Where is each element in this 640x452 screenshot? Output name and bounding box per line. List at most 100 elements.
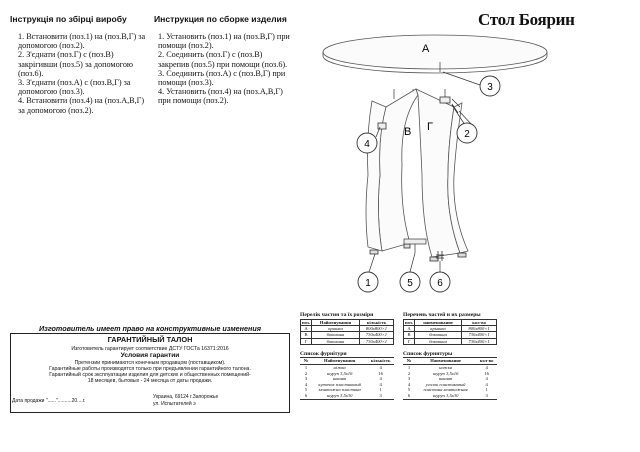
table-cell: Г bbox=[300, 337, 312, 345]
table-cell: 3 bbox=[476, 392, 497, 400]
table-cell: Г bbox=[403, 337, 415, 345]
fittings-table-ru: Список фурнитуры № Наименование кол-во 1… bbox=[403, 351, 497, 400]
instruction-line: при помощи (поз.2). bbox=[158, 96, 229, 106]
col-header: поз. bbox=[300, 318, 312, 327]
table-cell: куточок пластиковий bbox=[318, 381, 361, 387]
warranty-line: 18 месяцев, бытовых - 24 месяца от даты … bbox=[87, 377, 213, 384]
bracket-part-4 bbox=[377, 122, 387, 130]
sale-date: Дата продажи "......"..........20....г. bbox=[12, 398, 86, 404]
table-cell: боковина bbox=[413, 331, 463, 339]
part-label-a: А bbox=[422, 43, 430, 55]
table-header-row: № Найменування кількість bbox=[300, 357, 394, 365]
col-header: кількість bbox=[358, 318, 395, 327]
table-cell: 1 bbox=[379, 387, 382, 393]
part-label-g: Г bbox=[427, 121, 433, 133]
parts-ua-title: Перелік частин та їх розміри bbox=[300, 312, 374, 318]
instruction-line: закрепив (поз.5) при помощи (поз.6). bbox=[158, 59, 288, 69]
callout-6 bbox=[429, 271, 451, 293]
table-cell: шуруп 3,5х30 bbox=[415, 392, 477, 400]
instructions-ru-heading: Инструкция по сборке изделия bbox=[154, 14, 287, 24]
callout-2-label: 2 bbox=[464, 129, 470, 140]
instruction-line: 3. З'єднати (поз.А) с (поз.В,Г) за bbox=[18, 78, 131, 88]
warranty-line: Претензии принимаются конечным продавцом… bbox=[74, 359, 226, 366]
col-header: Найменування bbox=[312, 357, 368, 365]
address-line: Украина, 69124 г.Запорожье bbox=[153, 394, 219, 400]
instruction-line: 2. Соединить (поз.Г) с (поз.В) bbox=[158, 50, 263, 60]
table-cell: 1 bbox=[407, 365, 411, 370]
screw-part-6 bbox=[436, 251, 444, 261]
instruction-line: помощи (поз.2). bbox=[158, 41, 214, 51]
table-cell: 4 bbox=[379, 365, 382, 370]
page-title: Стол Боярин bbox=[478, 10, 575, 29]
table-cell: крышка bbox=[413, 325, 463, 333]
callout-6-label: 6 bbox=[437, 278, 443, 289]
table-cell: шуруп 3,5х16 bbox=[326, 370, 353, 376]
warranty-conditions: Условия гарантии bbox=[120, 352, 180, 360]
warranty-line: Гарантийный срок эксплуатации изделия дл… bbox=[49, 371, 251, 378]
callout-5-label: 5 bbox=[407, 278, 413, 289]
col-header: кол-во bbox=[461, 318, 497, 327]
instruction-line: 4. Установить (поз.4) на (поз.А,В,Г) bbox=[158, 87, 283, 97]
parts-ru-title: Перечень частей и их размеры bbox=[403, 312, 481, 318]
table-cell: 4 bbox=[407, 381, 411, 387]
table-cell: 4 bbox=[379, 376, 382, 382]
table-cell: боковина bbox=[311, 337, 360, 345]
col-header: № bbox=[300, 357, 312, 365]
callout-4-label: 4 bbox=[364, 139, 370, 150]
instruction-line: 1. Встановити (поз.1) на (поз.В,Г) за bbox=[18, 32, 146, 41]
instructions-ua-list: 1. Встановити (поз.1) на (поз.В,Г) за до… bbox=[18, 32, 145, 115]
warranty-line: Гарантийные работы производятся только п… bbox=[49, 365, 251, 372]
leg-part-1 bbox=[369, 243, 467, 262]
mounting-plate-part-5 bbox=[403, 238, 427, 253]
table-cell: шкант bbox=[438, 376, 453, 382]
instruction-line: 1. Установить (поз.1) на (поз.В,Г) при bbox=[158, 32, 290, 41]
table-cell: 3 bbox=[367, 392, 394, 400]
table-cell: А bbox=[300, 325, 312, 333]
table-cell: 3 bbox=[304, 376, 308, 382]
col-header: кількість bbox=[367, 357, 394, 365]
callout-3-label: 3 bbox=[487, 82, 493, 93]
table-cell: 2 bbox=[407, 370, 411, 376]
table-header-row: поз. Найменування кількість bbox=[300, 318, 395, 327]
col-header: поз. bbox=[403, 318, 415, 327]
col-header: Наименование bbox=[415, 357, 477, 365]
table-cell: шкант bbox=[332, 376, 347, 382]
instruction-line: за допомогою (поз.2). bbox=[18, 105, 94, 115]
parts-table-ua: Перелік частин та їх розміри поз. Наймен… bbox=[300, 312, 395, 345]
table-cell: 4 bbox=[304, 381, 308, 387]
table-cell: 800х800×1 bbox=[358, 325, 395, 333]
table-cell: 3 bbox=[407, 376, 411, 382]
callout-1-label: 1 bbox=[365, 278, 371, 289]
callout-3 bbox=[479, 75, 501, 97]
table-cell: пластина монтажная bbox=[423, 387, 468, 393]
table-cell: 1 bbox=[485, 387, 488, 393]
warranty-line: Изготовитель гарантирует соответствие ДС… bbox=[71, 346, 229, 352]
assembly-diagram: 3 2 4 1 5 6 А В Г bbox=[322, 34, 548, 293]
warranty-title: ГАРАНТИЙНЫЙ ТАЛОН bbox=[107, 335, 193, 344]
table-cell: уголок пластиковый bbox=[425, 381, 466, 387]
table-row: 4 куточок пластиковий 4 bbox=[300, 382, 394, 388]
table-cell: 4 bbox=[379, 381, 382, 387]
table-cell: 730х400×1 bbox=[358, 331, 395, 339]
col-header: № bbox=[403, 357, 415, 365]
address-line: ул. Испытателей э bbox=[153, 401, 196, 407]
table-cell: 730х400×1 bbox=[461, 337, 497, 345]
callout-4 bbox=[356, 132, 378, 154]
table-cell: 1 bbox=[304, 365, 308, 370]
table-cell: монтажна пластина bbox=[318, 387, 361, 393]
table-cell: 800х800×1 bbox=[461, 325, 497, 333]
manufacturer-note: Изготовитель имеет право на конструктивн… bbox=[39, 324, 261, 333]
side-panels-b-g bbox=[365, 88, 469, 258]
instruction-line: закрігивши (поз.5) за допомогою bbox=[18, 59, 134, 69]
